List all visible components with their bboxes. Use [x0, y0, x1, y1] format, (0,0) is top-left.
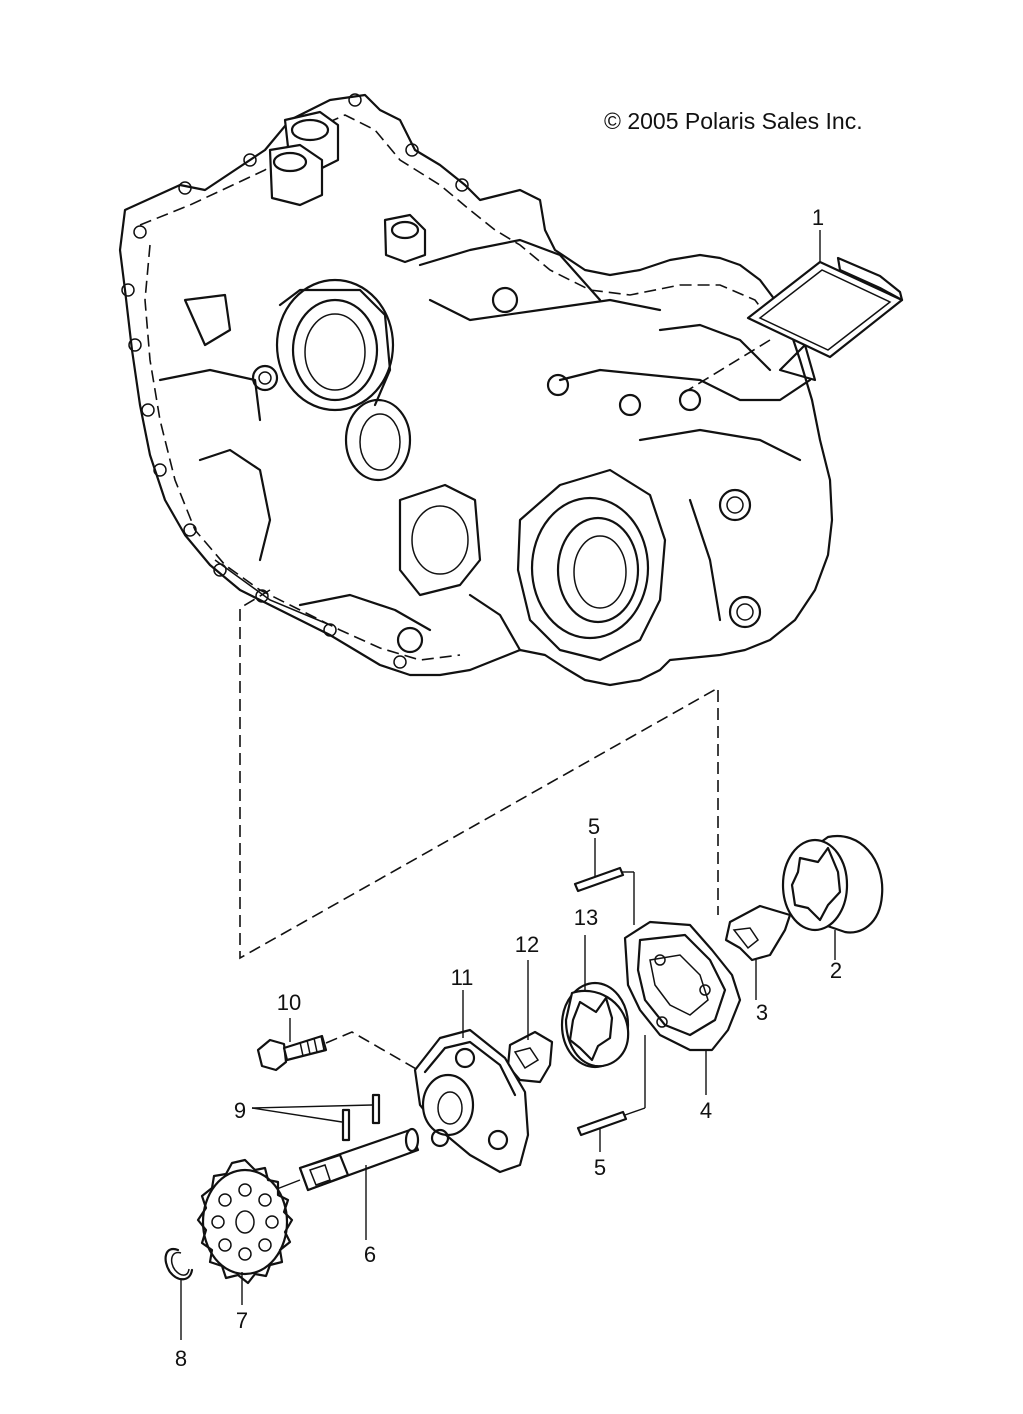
inner-rotor-drawing — [506, 960, 554, 1084]
callout-7: 7 — [236, 1308, 248, 1333]
bolt-drawing — [256, 1018, 419, 1072]
callout-12: 12 — [515, 932, 539, 957]
dowel-pin-drawing — [576, 1035, 646, 1152]
callout-13: 13 — [574, 905, 598, 930]
callout-6: 6 — [364, 1242, 376, 1267]
pump-cover-drawing — [413, 990, 530, 1174]
oil-screen-drawing — [679, 230, 904, 396]
callout-9: 9 — [234, 1098, 246, 1123]
outer-rotor-drawing — [560, 935, 630, 1069]
circlip-drawing — [164, 1247, 194, 1340]
pump-body-drawing — [623, 920, 742, 1095]
pump-shaft-drawing — [209, 1127, 420, 1240]
callout-8: 8 — [175, 1346, 187, 1371]
drive-gear-drawing — [196, 1158, 294, 1305]
callout-labels: 1 2 3 4 5 5 6 7 8 9 10 11 12 13 — [175, 205, 842, 1371]
pin-drawing — [251, 1093, 381, 1142]
crankcase-drawing — [118, 93, 834, 687]
copyright-notice: © 2005 Polaris Sales Inc. — [604, 108, 863, 134]
assembly-guide-lines — [239, 589, 719, 960]
callout-5-top: 5 — [588, 814, 600, 839]
callout-10: 10 — [277, 990, 301, 1015]
callout-5-bottom: 5 — [594, 1155, 606, 1180]
callout-4: 4 — [700, 1098, 712, 1123]
callout-3: 3 — [756, 1000, 768, 1025]
callout-2: 2 — [830, 958, 842, 983]
callout-11: 11 — [451, 965, 474, 990]
dowel-pin-drawing — [573, 838, 635, 925]
outer-rotor-drawing — [781, 834, 884, 960]
inner-rotor-drawing — [724, 904, 792, 1000]
callout-1: 1 — [812, 205, 824, 230]
